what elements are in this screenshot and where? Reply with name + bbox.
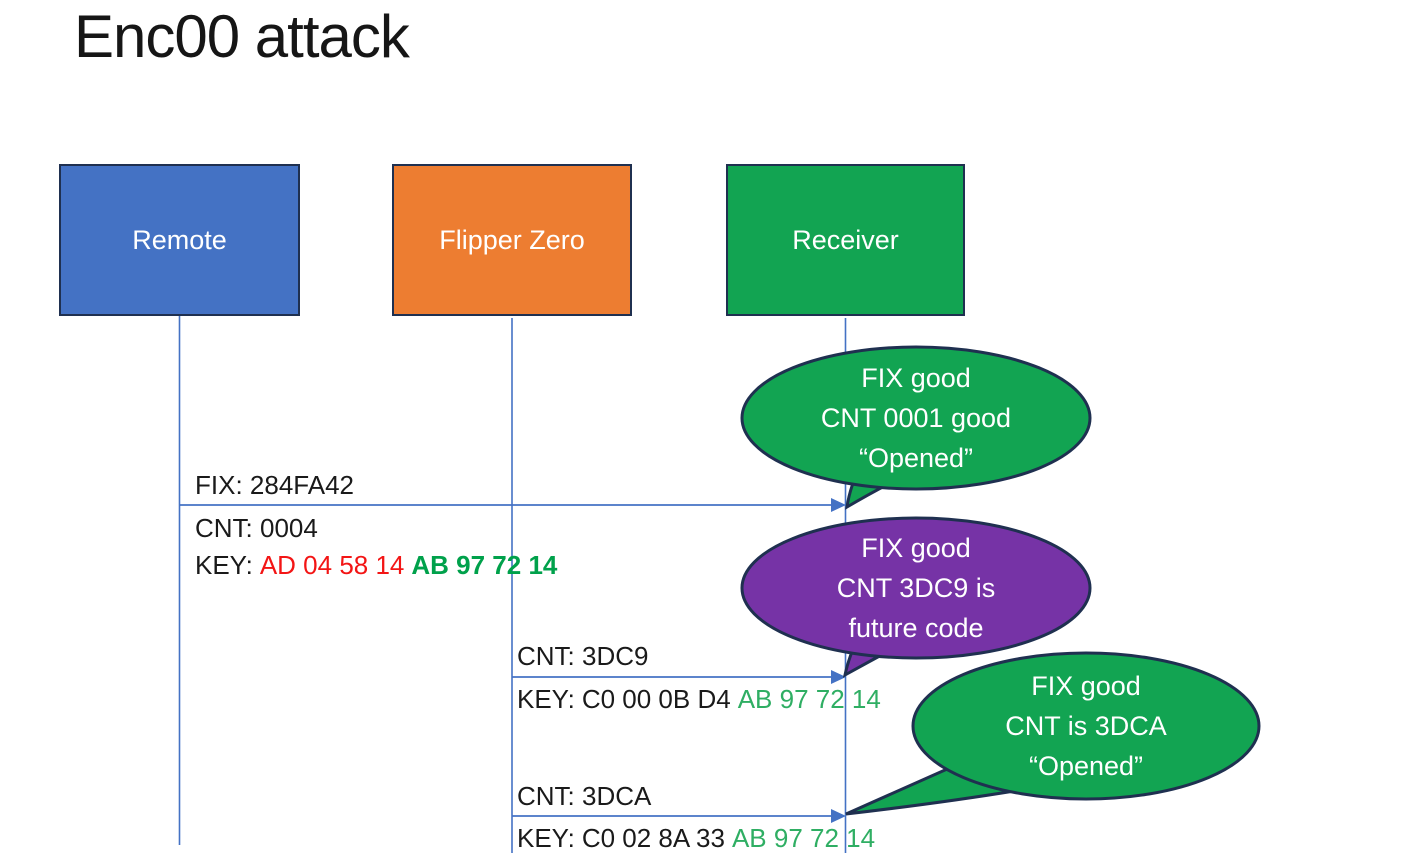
- callout-line: FIX good: [861, 533, 971, 563]
- callout-line: CNT 0001 good: [820, 403, 1012, 433]
- message-arrow-1: [179, 498, 846, 512]
- msg1-fix-label: FIX: 284FA42: [195, 470, 354, 500]
- bubble-ellipse: [740, 345, 1092, 491]
- callout-text-green-1: FIX good CNT 0001 good “Opened”: [742, 352, 1090, 484]
- callout-line: “Opened”: [858, 443, 974, 473]
- actor-label: Remote: [132, 224, 227, 255]
- bubble-ellipse: [911, 651, 1261, 801]
- msg3-cnt-label: CNT: 3DCA: [517, 781, 652, 811]
- msg1-cnt-label: CNT: 0004: [195, 513, 318, 543]
- message-arrow-3: [512, 809, 846, 823]
- callout-text-purple: FIX good CNT 3DC9 is future code: [742, 522, 1090, 654]
- callout-text-green-2: FIX good CNT is 3DCA “Opened”: [916, 660, 1256, 792]
- key-prefix: KEY:: [517, 684, 575, 714]
- actor-box-flipper-zero: Flipper Zero: [392, 164, 632, 316]
- callout-line: CNT 3DC9 is: [836, 573, 996, 603]
- callout-line: FIX good: [861, 363, 971, 393]
- callout-line: “Opened”: [1028, 751, 1144, 781]
- arrowhead-icon: [831, 809, 846, 823]
- key-prefix: KEY:: [195, 550, 253, 580]
- actor-box-remote: Remote: [59, 164, 300, 316]
- callout-line: CNT is 3DCA: [1005, 711, 1167, 741]
- key-fixed-part: AB 97 72 14: [731, 823, 876, 853]
- callout-bubble-green-1: [740, 345, 1092, 510]
- message-arrow-2: [512, 670, 846, 684]
- callout-line: future code: [848, 613, 984, 643]
- key-fixed-part: AB 97 72 14: [737, 684, 881, 714]
- key-fixed-part: AB 97 72 14: [411, 550, 558, 580]
- msg2-cnt-label: CNT: 3DC9: [517, 641, 649, 671]
- key-counter-part: AD 04 58 14: [259, 550, 405, 580]
- key-counter-part: C0 02 8A 33: [581, 823, 725, 853]
- key-prefix: KEY:: [517, 823, 575, 853]
- actor-label: Flipper Zero: [439, 224, 585, 255]
- actor-label: Receiver: [792, 224, 899, 255]
- arrowhead-icon: [831, 670, 846, 684]
- callout-bubble-green-2: [845, 651, 1261, 816]
- page-title: Enc00 attack: [74, 3, 410, 70]
- callout-line: FIX good: [1031, 671, 1141, 701]
- bubble-ellipse: [740, 516, 1092, 660]
- callout-bubble-purple: [740, 516, 1092, 678]
- arrowhead-icon: [831, 498, 846, 512]
- key-counter-part: C0 00 0B D4: [581, 684, 731, 714]
- actor-box-receiver: Receiver: [726, 164, 965, 316]
